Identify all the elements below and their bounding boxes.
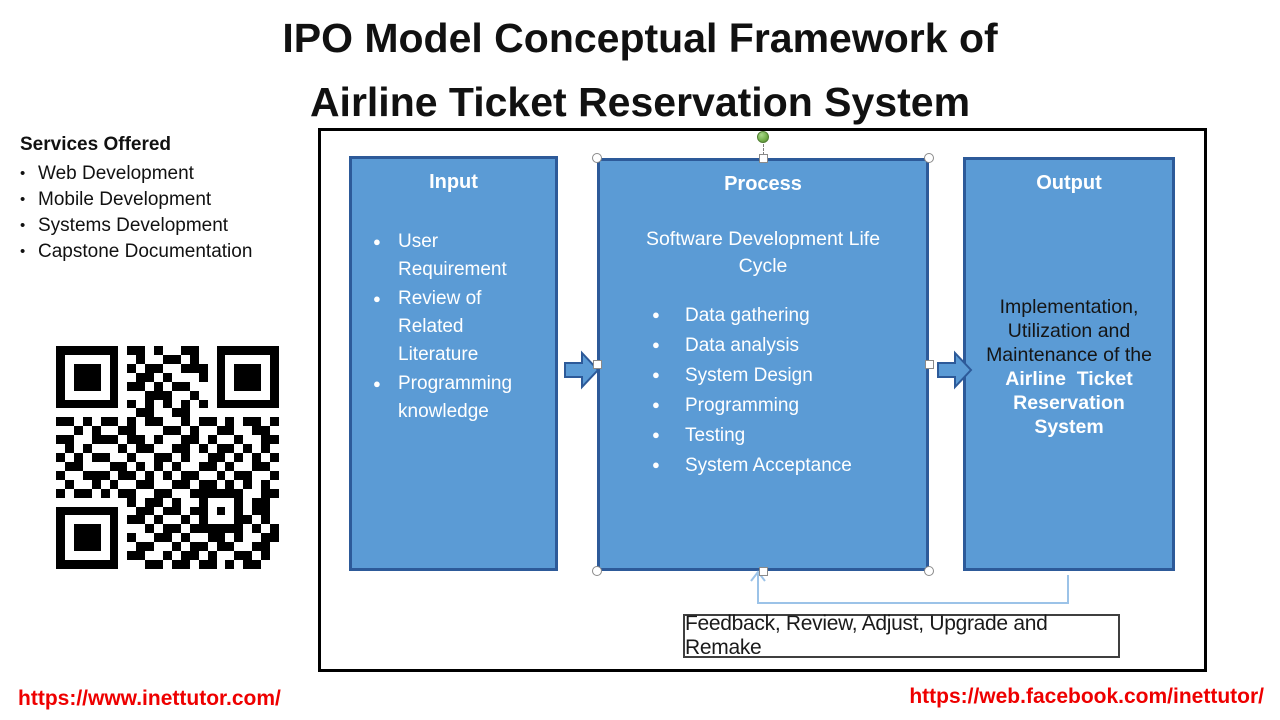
rotation-handle[interactable] bbox=[757, 131, 769, 143]
rotation-handle-stem bbox=[763, 144, 764, 155]
selection-handle-middle-right[interactable] bbox=[925, 360, 934, 369]
bullet-icon: ● bbox=[373, 376, 381, 391]
feedback-label: Feedback, Review, Adjust, Upgrade and Re… bbox=[685, 612, 1048, 659]
feedback-box[interactable]: Feedback, Review, Adjust, Upgrade and Re… bbox=[683, 612, 1120, 659]
output-box-title: Output bbox=[1036, 172, 1102, 194]
bullet-icon: ● bbox=[652, 307, 660, 322]
bullet-icon: • bbox=[20, 165, 26, 182]
list-item: •Capstone Documentation bbox=[20, 239, 310, 265]
selection-handle-bottom-left[interactable] bbox=[592, 566, 602, 576]
bullet-icon: ● bbox=[373, 234, 381, 249]
input-box-title: Input bbox=[429, 171, 478, 193]
bullet-icon: ● bbox=[652, 457, 660, 472]
process-subtitle: Software Development Life Cycle bbox=[645, 228, 881, 277]
process-box[interactable]: Process Software Development Life Cycle … bbox=[597, 158, 929, 571]
page-title-line2: Airline Ticket Reservation System bbox=[309, 79, 971, 125]
selection-handle-top-left[interactable] bbox=[592, 153, 602, 163]
input-box[interactable]: Input ●User Requirement ●Review of Relat… bbox=[349, 156, 558, 571]
list-item: ●System Design bbox=[652, 361, 926, 390]
bullet-icon: ● bbox=[652, 397, 660, 412]
bullet-icon: • bbox=[20, 243, 26, 260]
selection-handle-bottom-right[interactable] bbox=[924, 566, 934, 576]
output-box[interactable]: Output Implementation, Utilization and M… bbox=[963, 157, 1175, 571]
selection-handle-top-center[interactable] bbox=[759, 154, 768, 163]
selection-handle-bottom-center[interactable] bbox=[759, 567, 768, 576]
selection-handle-top-right[interactable] bbox=[924, 153, 934, 163]
list-item: ●Programming bbox=[652, 391, 926, 420]
services-offered: Services Offered •Web Development •Mobil… bbox=[20, 134, 310, 265]
qr-code bbox=[56, 346, 279, 569]
bullet-icon: ● bbox=[652, 367, 660, 382]
bullet-icon: ● bbox=[373, 291, 381, 306]
page-title: IPO Model Conceptual Framework of Airlin… bbox=[0, 6, 1280, 134]
website-link[interactable]: https://www.inettutor.com/ bbox=[18, 687, 281, 710]
process-box-title: Process bbox=[724, 173, 802, 195]
list-item: ●Data analysis bbox=[652, 331, 926, 360]
list-item: •Mobile Development bbox=[20, 187, 310, 213]
facebook-link[interactable]: https://web.facebook.com/inettutor/ bbox=[909, 685, 1264, 708]
selection-handle-middle-left[interactable] bbox=[593, 360, 602, 369]
services-heading: Services Offered bbox=[20, 134, 172, 155]
bullet-icon: ● bbox=[652, 427, 660, 442]
list-item: •Systems Development bbox=[20, 213, 310, 239]
output-text-bold: Airline Ticket Reservation System bbox=[1005, 368, 1133, 438]
list-item: ●Testing bbox=[652, 421, 926, 450]
list-item: •Web Development bbox=[20, 161, 310, 187]
list-item: ●Review of Related Literature bbox=[373, 285, 555, 369]
bullet-icon: ● bbox=[652, 337, 660, 352]
bullet-icon: • bbox=[20, 191, 26, 208]
bullet-icon: • bbox=[20, 217, 26, 234]
output-text-plain: Implementation, Utilization and Maintena… bbox=[986, 296, 1152, 366]
list-item: ●System Acceptance bbox=[652, 451, 926, 480]
page-title-line1: IPO Model Conceptual Framework of bbox=[282, 15, 998, 61]
list-item: ●User Requirement bbox=[373, 228, 555, 284]
services-list: •Web Development •Mobile Development •Sy… bbox=[20, 161, 310, 265]
list-item: ●Data gathering bbox=[652, 301, 926, 330]
list-item: ●Programming knowledge bbox=[373, 370, 555, 426]
